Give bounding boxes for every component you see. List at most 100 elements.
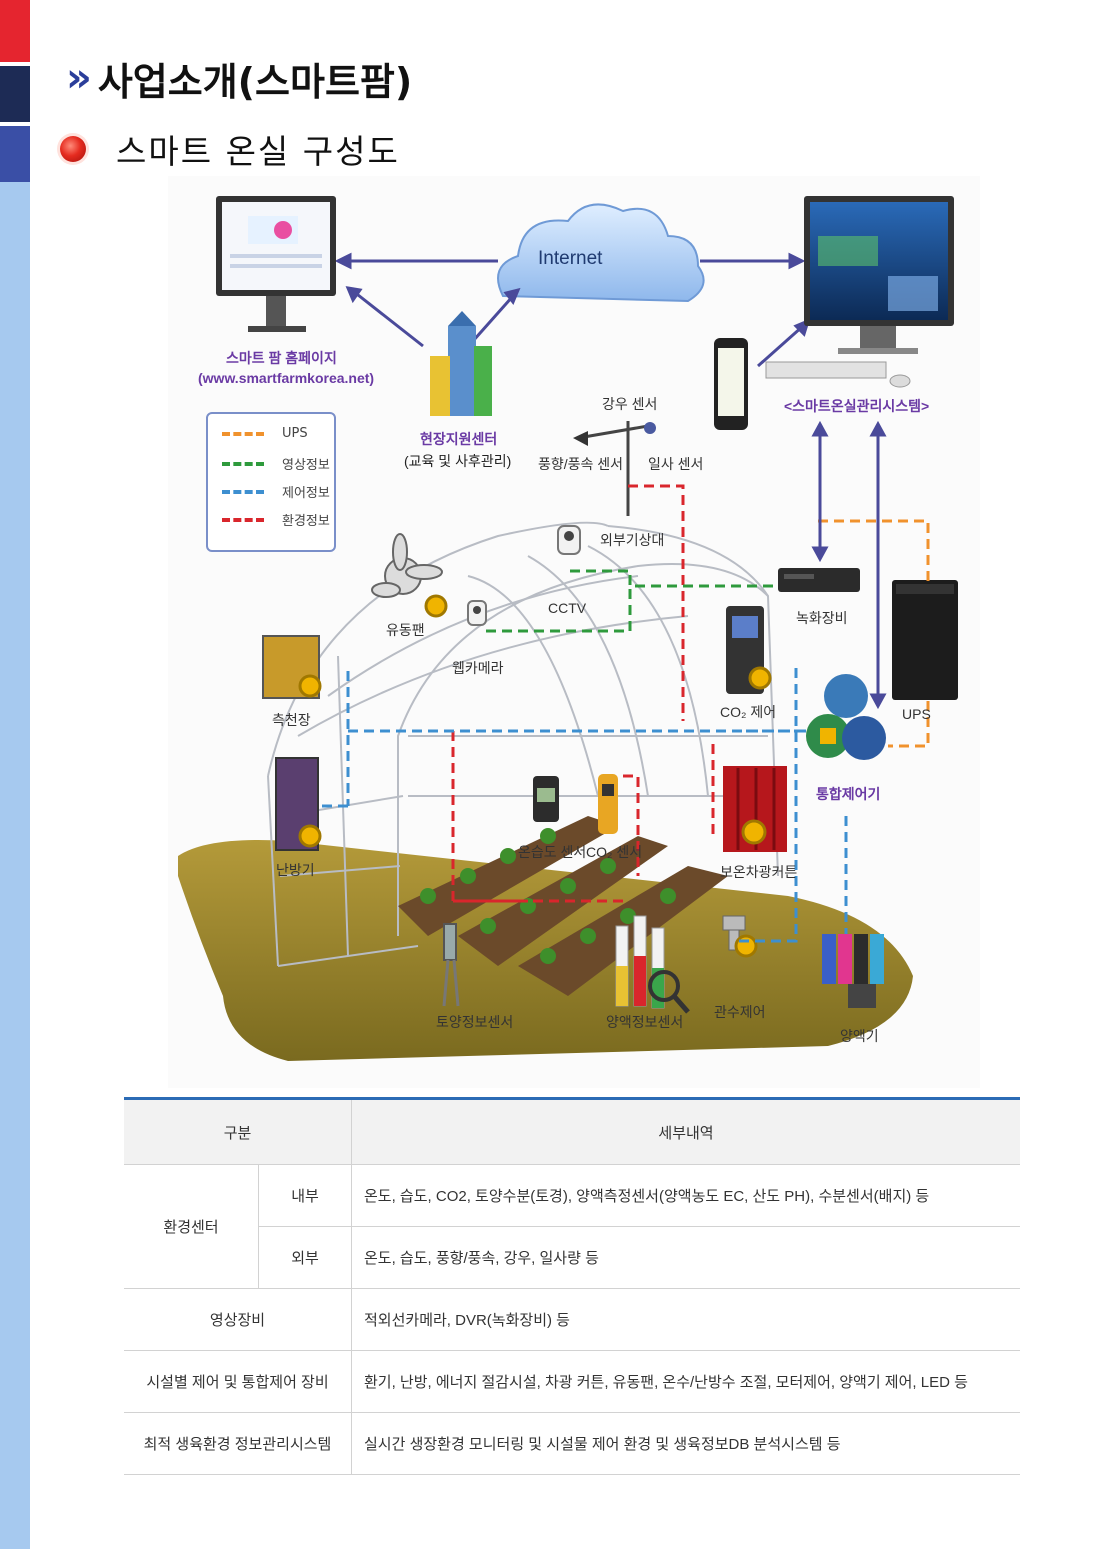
co2-controller-icon	[726, 606, 772, 694]
integrated-controller-label: 통합제어기	[816, 786, 881, 802]
legend-swatch	[222, 431, 264, 436]
gear-icon	[424, 594, 448, 618]
env-info-lines	[451, 484, 715, 903]
humidity-sensor-icon	[533, 776, 559, 822]
webcam-label: 웹카메라	[452, 660, 504, 676]
side-strip-lightblue	[0, 182, 30, 1549]
red-dot-bullet-icon	[60, 136, 86, 162]
homepage-label: 스마트 팜 홈페이지	[226, 350, 337, 366]
row-detail: 환기, 난방, 에너지 절감시설, 차광 커튼, 유동팬, 온수/난방수 조절,…	[351, 1350, 1020, 1413]
cctv-label: CCTV	[548, 600, 587, 616]
table-row: 시설별 제어 및 통합제어 장비 환기, 난방, 에너지 절감시설, 차광 커튼…	[124, 1350, 1020, 1413]
row-category: 최적 생육환경 정보관리시스템	[124, 1412, 352, 1475]
humidity-sensor-label: 온습도 센서	[518, 844, 587, 860]
network-arrows	[334, 252, 811, 368]
smart-greenhouse-diagram: Internet 스마트 팜 홈페이지 (www.smartfarmkorea.…	[168, 176, 980, 1088]
row-subcategory: 내부	[258, 1164, 352, 1227]
internet-label: Internet	[538, 248, 603, 269]
fan-label: 유동팬	[386, 622, 425, 638]
ups-lines	[818, 519, 930, 748]
heater-label: 난방기	[276, 862, 315, 878]
soil-sensor-label: 토양정보센서	[436, 1014, 514, 1030]
row-detail: 실시간 생장환경 모니터링 및 시설물 제어 환경 및 생육정보DB 분석시스템…	[351, 1412, 1020, 1475]
heater-icon	[275, 757, 322, 851]
legend-swatch	[222, 489, 264, 494]
co2-control-label: CO₂ 제어	[720, 704, 777, 720]
side-strip-red	[0, 0, 30, 62]
video-info-lines	[486, 569, 778, 633]
row-category: 영상장비	[124, 1288, 352, 1351]
table-row: 환경센터 내부 온도, 습도, CO2, 토양수분(토경), 양액측정센서(양액…	[124, 1164, 1020, 1289]
weather-station-icon	[573, 421, 656, 516]
recorder-dvr-icon	[778, 568, 860, 592]
control-info-lines	[318, 668, 848, 943]
page-title-row: » 사업소개(스마트팜)	[66, 50, 412, 106]
integrated-controller-icon	[806, 674, 886, 760]
table-row: 외부 온도, 습도, 풍향/풍속, 강우, 일사량 등	[124, 1226, 1020, 1289]
support-center-label: 현장지원센터	[420, 431, 498, 447]
legend-swatch	[222, 461, 264, 466]
legend-label: 환경정보	[282, 514, 330, 529]
soil-sensor-icon	[442, 923, 460, 1007]
data-arrows	[811, 420, 887, 710]
ups-label: UPS	[902, 706, 931, 722]
greenhouse-frame	[267, 521, 779, 967]
legend-label: 제어정보	[282, 486, 330, 501]
support-center-building-icon	[430, 311, 492, 416]
circulation-fan-icon	[371, 533, 443, 598]
legend-item: UPS	[222, 426, 308, 441]
cctv-camera-icon	[557, 525, 581, 555]
row-subcategory: 외부	[258, 1226, 352, 1289]
row-detail: 적외선카메라, DVR(녹화장비) 등	[351, 1288, 1020, 1351]
system-label: <스마트온실관리시스템>	[784, 398, 930, 414]
curtain-label: 보온차광커튼	[720, 864, 798, 880]
row-detail: 온도, 습도, CO2, 토양수분(토경), 양액측정센서(양액농도 EC, 산…	[351, 1164, 1020, 1227]
recorder-label: 녹화장비	[796, 610, 848, 626]
row-detail: 온도, 습도, 풍향/풍속, 강우, 일사량 등	[351, 1226, 1020, 1289]
co2-sensor-icon	[598, 774, 618, 834]
diagram-graphics	[178, 196, 958, 1061]
component-table: 구분 세부내역 환경센터 내부 온도, 습도, CO2, 토양수분(토경), 양…	[124, 1097, 1020, 1475]
page-title: 사업소개(스마트팜)	[97, 59, 413, 104]
table-row: 영상장비 적외선카메라, DVR(녹화장비) 등	[124, 1288, 1020, 1351]
legend-swatch	[222, 517, 264, 522]
diagram-legend: UPS 영상정보 제어정보 환경정보	[206, 412, 336, 552]
legend-item: 영상정보	[222, 454, 330, 473]
thermal-curtain-icon	[723, 766, 787, 852]
irrigation-label: 관수제어	[714, 1004, 766, 1020]
support-center-sub: (교육 및 사후관리)	[404, 453, 512, 469]
table-header-category: 구분	[124, 1097, 352, 1165]
homepage-url: (www.smartfarmkorea.net)	[198, 370, 375, 386]
row-category: 환경센터	[124, 1164, 259, 1289]
co2-sensor-label: CO₂ 센서	[586, 844, 643, 860]
side-window-label: 측천장	[272, 712, 311, 728]
legend-label: 영상정보	[282, 458, 330, 473]
side-strip-navy	[0, 66, 30, 122]
side-strip-gap	[0, 62, 30, 66]
table-header-row: 구분 세부내역	[124, 1097, 1020, 1165]
section-subtitle: 스마트 온실 구성도	[116, 132, 400, 171]
wind-sensor-label: 풍향/풍속 센서	[538, 456, 624, 472]
row-category: 시설별 제어 및 통합제어 장비	[124, 1350, 352, 1413]
rain-sensor-label: 강우 센서	[602, 396, 658, 412]
side-strip-blue	[0, 126, 30, 182]
section-subtitle-row: 스마트 온실 구성도	[60, 128, 400, 171]
legend-label: UPS	[282, 426, 308, 441]
side-strip-gap	[0, 122, 30, 126]
table-row: 최적 생육환경 정보관리시스템 실시간 생장환경 모니터링 및 시설물 제어 환…	[124, 1412, 1020, 1475]
weather-station-label: 외부기상대	[600, 532, 665, 548]
nutrient-sensor-icon	[615, 915, 690, 1014]
smartphone-icon	[714, 338, 748, 430]
nutrient-sensor-label: 양액정보센서	[606, 1014, 684, 1030]
table-header-detail: 세부내역	[351, 1097, 1020, 1165]
webcam-icon	[467, 600, 487, 626]
nutrient-machine-icon	[822, 934, 884, 1008]
legend-item: 제어정보	[222, 482, 330, 501]
nutrient-machine-label: 양액기	[840, 1028, 879, 1044]
internet-cloud-icon	[497, 203, 705, 303]
solar-sensor-label: 일사 센서	[648, 456, 704, 472]
ups-device-icon	[892, 580, 958, 700]
double-chevron-icon: »	[66, 55, 92, 101]
legend-item: 환경정보	[222, 510, 330, 529]
control-system-monitor-icon	[765, 196, 954, 388]
